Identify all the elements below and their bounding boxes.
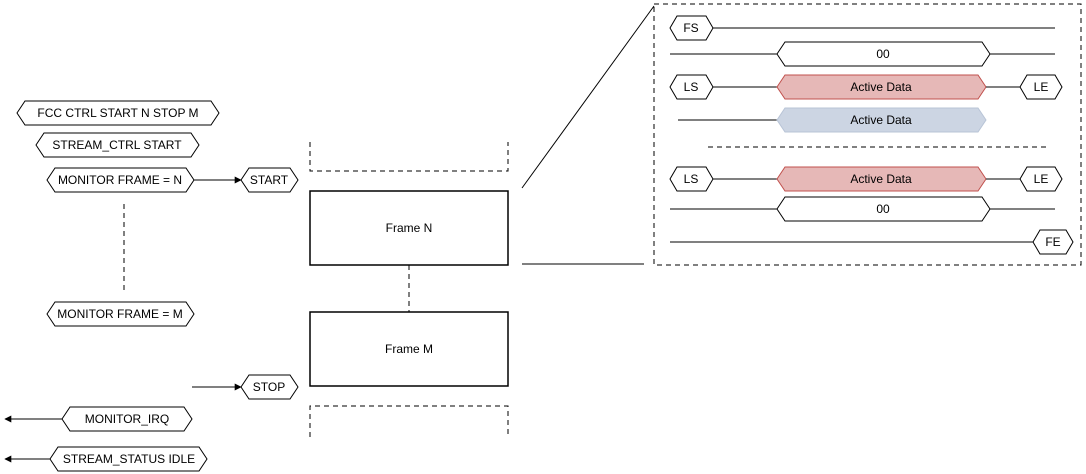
zero-word-top: 00 <box>776 41 991 67</box>
zero-word-bottom-label: 00 <box>876 202 890 216</box>
active-data-1-label: Active Data <box>850 80 912 94</box>
fs-label: FS <box>683 21 698 35</box>
zero-word-bottom: 00 <box>776 196 991 222</box>
le-label-1: LE <box>1034 80 1049 94</box>
command-stream-ctrl-label: STREAM_CTRL START <box>52 138 182 152</box>
le-tag-1: LE <box>1019 74 1063 100</box>
fe-tag: FE <box>1032 229 1074 255</box>
command-stream-ctrl: STREAM_CTRL START <box>35 132 200 158</box>
zero-word-top-label: 00 <box>876 47 890 61</box>
active-data-2-label: Active Data <box>850 113 912 127</box>
command-monitor-irq: MONITOR_IRQ <box>61 406 193 432</box>
command-stream-status: STREAM_STATUS IDLE <box>49 446 208 472</box>
marker-start: START <box>240 167 299 193</box>
marker-start-label: START <box>250 173 289 187</box>
le-tag-2: LE <box>1019 166 1063 192</box>
command-fcc-ctrl: FCC CTRL START N STOP M <box>16 100 220 126</box>
zoom-line-top <box>521 5 655 189</box>
frame-next-bracket <box>309 405 509 437</box>
command-monitor-frame-m-label: MONITOR FRAME = M <box>57 307 182 321</box>
marker-stop: STOP <box>240 374 299 400</box>
frame-previous-bracket <box>309 142 509 172</box>
command-monitor-frame-n-label: MONITOR FRAME = N <box>58 173 182 187</box>
active-data-3: Active Data <box>776 166 987 192</box>
frame-n-label: Frame N <box>386 221 433 235</box>
active-data-3-label: Active Data <box>850 172 912 186</box>
fe-label: FE <box>1045 235 1060 249</box>
command-monitor-frame-m: MONITOR FRAME = M <box>46 301 195 327</box>
frame-detail-panel <box>653 3 1082 266</box>
command-fcc-ctrl-label: FCC CTRL START N STOP M <box>37 106 198 120</box>
active-data-2: Active Data <box>776 107 987 133</box>
frame-n-box <box>309 190 509 266</box>
ls-label-1: LS <box>684 80 699 94</box>
command-stream-status-label: STREAM_STATUS IDLE <box>63 452 195 466</box>
ls-tag-1: LS <box>669 74 714 100</box>
ls-label-2: LS <box>684 172 699 186</box>
marker-stop-label: STOP <box>253 380 285 394</box>
ls-tag-2: LS <box>669 166 714 192</box>
command-monitor-irq-label: MONITOR_IRQ <box>85 412 169 426</box>
active-data-1: Active Data <box>776 74 987 100</box>
fs-tag: FS <box>669 15 714 41</box>
frame-m-box <box>309 311 509 387</box>
le-label-2: LE <box>1034 172 1049 186</box>
command-monitor-frame-n: MONITOR FRAME = N <box>46 167 195 193</box>
frame-m-label: Frame M <box>385 342 433 356</box>
